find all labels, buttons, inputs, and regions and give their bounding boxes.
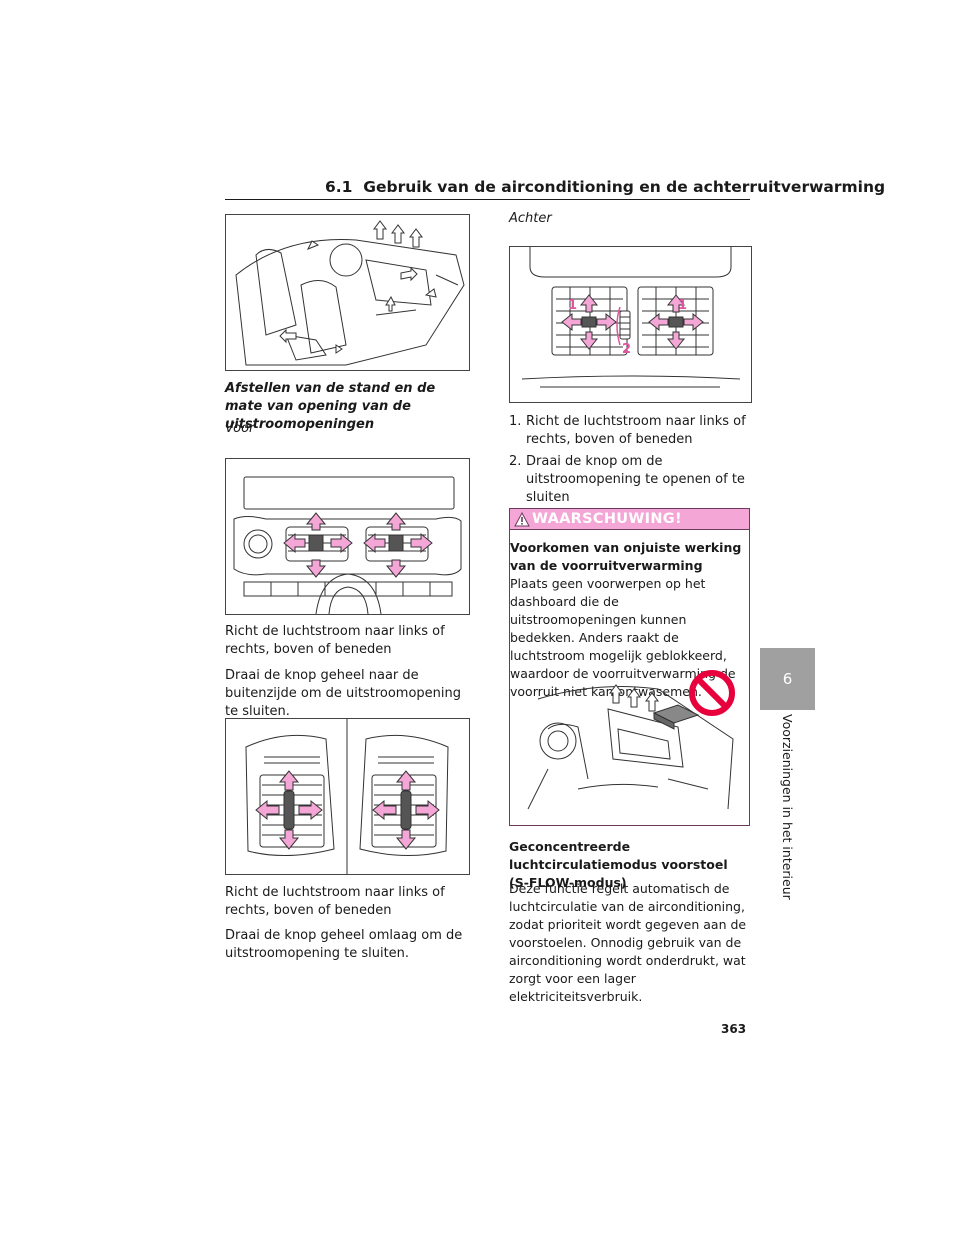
front-text-direction: Richt de luchtstroom naar links of recht… xyxy=(225,624,445,657)
rear-callout-2: 2 xyxy=(622,342,631,357)
figure-dashboard-prohibited xyxy=(518,669,746,819)
sflow-heading: Geconcentreerde luchtcirculatiemodus voo… xyxy=(509,839,728,890)
figure-rear-vents: 1 1 2 xyxy=(509,246,752,403)
chapter-side-title: Voorzieningen in het interieur xyxy=(760,712,815,902)
rear-callout-1-right: 1 xyxy=(678,298,687,313)
prohibited-icon xyxy=(689,670,735,716)
warning-heading: Voorkomen van onjuiste werking van de vo… xyxy=(510,540,742,573)
chapter-side-title-text: Voorzieningen in het interieur xyxy=(780,714,795,900)
warning-body: Plaats geen voorwerpen op het dashboard … xyxy=(510,576,736,699)
warning-title: WAARSCHUWING! xyxy=(532,511,682,527)
sflow-body: Deze functie regelt automatisch de lucht… xyxy=(509,881,747,1004)
section-title: Gebruik van de airconditioning en de ach… xyxy=(363,178,886,196)
rear-step-2: 2.Draai de knop om de uitstroomopening t… xyxy=(509,454,745,505)
label-rear: Achter xyxy=(509,211,552,226)
figure-interior-airflow xyxy=(225,214,470,371)
header-rule xyxy=(225,199,750,200)
subheading-adjust-vents: Afstellen van de stand en de mate van op… xyxy=(225,381,436,432)
side-text-direction: Richt de luchtstroom naar links of recht… xyxy=(225,885,445,918)
figure-side-vents xyxy=(225,718,470,875)
rear-callout-1-left: 1 xyxy=(568,298,577,313)
warning-box: Voorkomen van onjuiste werking van de vo… xyxy=(509,529,750,826)
rear-steps-list: 1.Richt de luchtstroom naar links of rec… xyxy=(509,413,749,511)
warning-triangle-icon xyxy=(514,511,530,526)
section-header: 6.1 Gebruik van de airconditioning en de… xyxy=(325,178,885,196)
page-number: 363 xyxy=(721,1022,747,1036)
label-front: Voor xyxy=(225,421,255,436)
figure-front-vents xyxy=(225,458,470,615)
chapter-tab: 6 xyxy=(760,648,815,710)
warning-header: WAARSCHUWING! xyxy=(509,508,750,530)
front-text-close: Draai de knop geheel naar de buitenzijde… xyxy=(225,668,461,719)
section-number: 6.1 xyxy=(325,178,353,196)
side-text-close: Draai de knop geheel omlaag om de uitstr… xyxy=(225,928,463,961)
rear-step-1: 1.Richt de luchtstroom naar links of rec… xyxy=(509,414,746,447)
